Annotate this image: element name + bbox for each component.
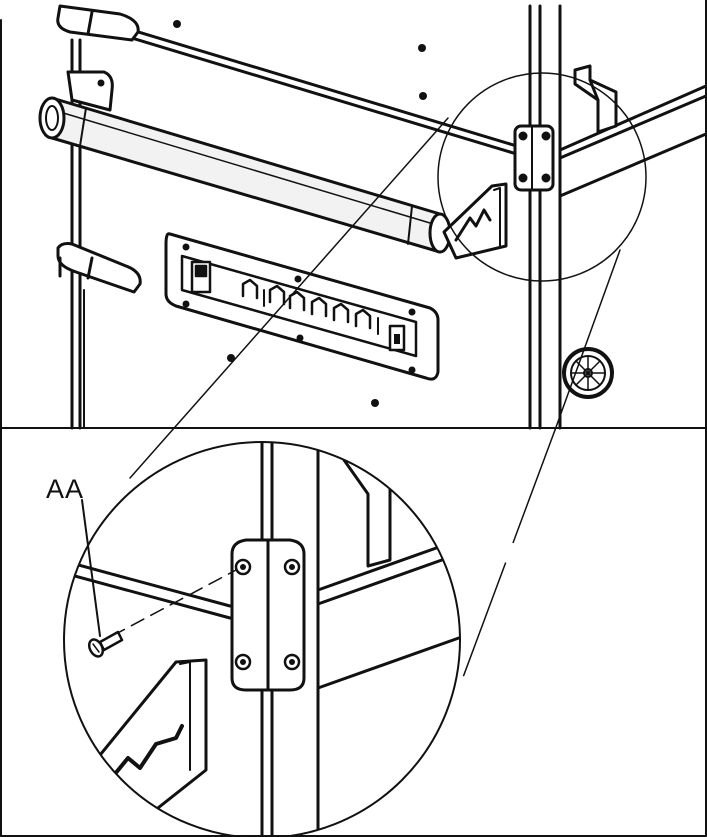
callout-label-aa: AA (46, 474, 85, 504)
leader-lines (129, 117, 621, 681)
callout-leader (81, 499, 101, 637)
bracket-icon (230, 538, 306, 692)
detail-highlight-circle (437, 72, 647, 282)
power-strip (164, 232, 440, 381)
wheel-icon (562, 347, 614, 399)
cart-top-view (38, 4, 707, 430)
switch-icon (190, 260, 212, 294)
magnified-circle (63, 441, 461, 837)
handle-bar (38, 70, 508, 260)
cart-side-edges (558, 84, 707, 198)
corner-post (528, 4, 562, 430)
corner-bracket-small (513, 124, 555, 192)
screw-icon (87, 630, 124, 658)
logo-bracket (94, 658, 208, 837)
magnified-detail (63, 441, 461, 837)
lower-hinge (56, 242, 142, 294)
top-hinge (56, 4, 140, 42)
outlet-icon (241, 278, 372, 330)
panel-rivets (173, 20, 427, 407)
cart-top-edge (70, 10, 532, 160)
